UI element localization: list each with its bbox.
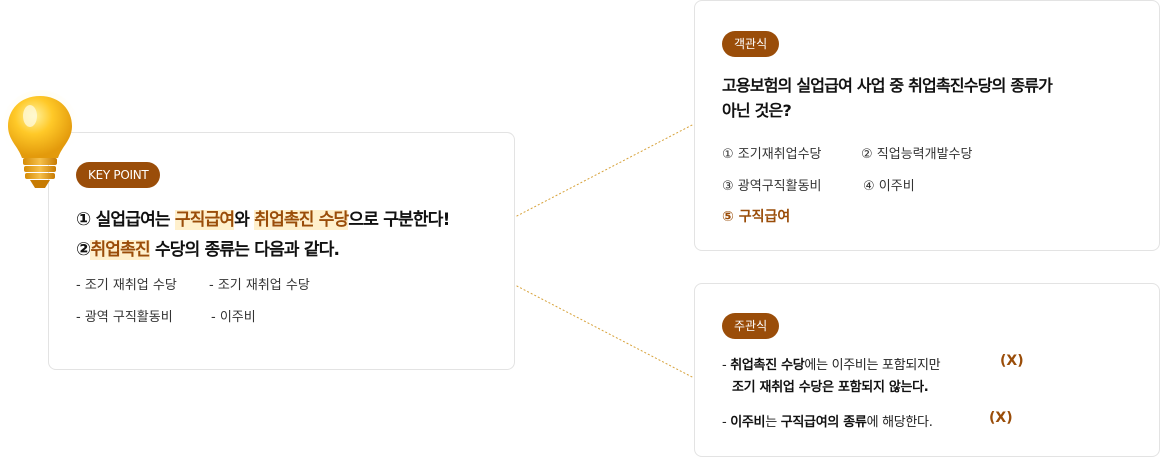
connector-line-subjective — [512, 283, 695, 379]
subjective-statement-1-term-2: 조기 재취업 수당은 포함되지 않는다. — [732, 380, 929, 395]
subjective-statement-2-prefix: - — [722, 415, 731, 430]
subjective-statement-1-prefix: - — [722, 358, 731, 373]
subjective-statement-2-term-2: 구직급여의 종류 — [780, 415, 867, 430]
keypoint-card: KEY POINT ① 실업급여는 구직급여와 취업촉진 수당으로 구분한다! … — [48, 132, 515, 370]
objective-question: 고용보험의 실업급여 사업 중 취업촉진수당의 종류가 아닌 것은? — [722, 73, 1142, 123]
keypoint-highlight-job-seeking-benefit: 구직급여 — [174, 210, 235, 230]
keypoint-line-1-text-c: 으로 구분한다! — [348, 210, 450, 230]
objective-option: ③ 광역구직활동비 — [722, 179, 822, 194]
subjective-card: 주관식 - 취업촉진 수당에는 이주비는 포함되지만 (X) 조기 재취업 수당… — [694, 283, 1160, 457]
objective-card: 객관식 고용보험의 실업급여 사업 중 취업촉진수당의 종류가 아닌 것은? ①… — [694, 0, 1160, 251]
subjective-badge: 주관식 — [722, 313, 780, 339]
objective-option-answer: ⑤ 구직급여 — [722, 209, 791, 225]
subjective-statement-1-line-1: - 취업촉진 수당에는 이주비는 포함되지만 — [722, 354, 941, 373]
subjective-statement-1-text: 에는 이주비는 포함되지만 — [804, 358, 941, 373]
subjective-statement-2-text-a: 는 — [765, 415, 781, 430]
keypoint-list-item: - 조기 재취업 수당 — [76, 278, 177, 293]
subjective-statement-2-mark: (X) — [989, 410, 1013, 426]
subjective-statement-1-term: 취업촉진 수당 — [730, 358, 805, 373]
keypoint-highlight-employment-promotion-allowance: 취업촉진 수당 — [254, 210, 349, 230]
keypoint-list-item: - 이주비 — [211, 310, 256, 325]
keypoint-line-2: ②취업촉진 수당의 종류는 다음과 같다. — [76, 235, 340, 260]
keypoint-line-1-text-b: 와 — [234, 210, 255, 230]
keypoint-line-2-text: 수당의 종류는 다음과 같다. — [149, 240, 340, 260]
objective-question-line-1: 고용보험의 실업급여 사업 중 취업촉진수당의 종류가 — [722, 76, 1053, 95]
objective-badge: 객관식 — [722, 31, 780, 57]
keypoint-line-1-number: ① — [76, 209, 91, 230]
keypoint-badge: KEY POINT — [76, 162, 161, 188]
subjective-statement-2-text-b: 에 해당한다. — [866, 415, 933, 430]
keypoint-highlight-employment-promotion: 취업촉진 — [90, 240, 151, 260]
objective-option: ④ 이주비 — [863, 179, 915, 194]
keypoint-line-1: ① 실업급여는 구직급여와 취업촉진 수당으로 구분한다! — [76, 205, 450, 230]
keypoint-list-item: - 광역 구직활동비 — [76, 310, 173, 325]
objective-question-line-2: 아닌 것은? — [722, 101, 792, 120]
objective-option: ① 조기재취업수당 — [722, 147, 822, 162]
subjective-statement-1-mark: (X) — [1000, 353, 1024, 369]
connector-line-objective — [512, 123, 695, 219]
lightbulb-icon — [0, 90, 80, 188]
keypoint-list-item: - 조기 재취업 수당 — [209, 278, 310, 293]
keypoint-line-1-text-a: 실업급여는 — [90, 210, 175, 230]
keypoint-line-2-number: ② — [76, 239, 91, 260]
subjective-statement-1-line-2: 조기 재취업 수당은 포함되지 않는다. — [732, 376, 929, 395]
subjective-statement-2-term: 이주비 — [730, 415, 766, 430]
subjective-statement-2: - 이주비는 구직급여의 종류에 해당한다. — [722, 411, 933, 430]
objective-option: ② 직업능력개발수당 — [861, 147, 973, 162]
